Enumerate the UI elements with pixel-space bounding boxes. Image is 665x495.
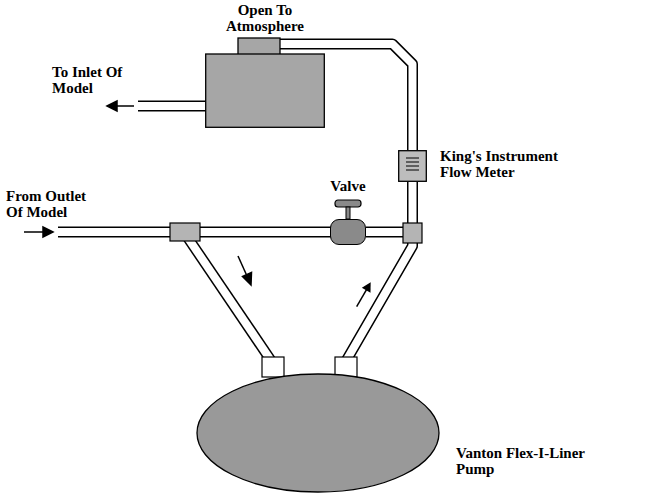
pipe-tee [170, 223, 200, 241]
pipe-label: From Outlet Of Model [6, 188, 96, 220]
pump-inlet-pipe [188, 238, 272, 362]
pump-node: Vanton Flex-I-Liner Pump [196, 373, 440, 493]
pipe-tee [403, 223, 422, 243]
node-label: Valve [322, 178, 374, 194]
pipe-bore [346, 182, 413, 377]
pump-shape [196, 373, 440, 493]
node-label: Vanton Flex-I-Liner Pump [456, 445, 621, 477]
tank-shape [205, 38, 325, 128]
pump-inlet-pipe-bore [188, 238, 272, 362]
valve-handle [335, 200, 361, 207]
pump-port [335, 357, 357, 377]
arrow-head [107, 101, 117, 111]
valve-stem [346, 207, 350, 219]
valve-body [330, 219, 366, 245]
arrow-head [362, 282, 371, 292]
inlet-pipe-bore [138, 102, 208, 110]
flow-arrow [238, 256, 247, 276]
pump-casing [197, 374, 439, 492]
flow-arrow [116, 105, 134, 107]
flow-meter-shape [398, 150, 427, 182]
meter-body [399, 151, 427, 182]
flow-meter-node: King's Instrument Flow Meter [398, 150, 427, 182]
pipe-connector [346, 182, 413, 377]
inlet-pipe [138, 101, 208, 112]
pipe-label: To Inlet Of Model [52, 64, 130, 96]
tank-body [206, 54, 325, 127]
tank-cap [238, 38, 280, 56]
node-label: King's Instrument Flow Meter [440, 148, 590, 180]
arrow-head [43, 227, 53, 237]
flow-arrow [357, 289, 367, 306]
pump-port [262, 357, 284, 377]
arrow-head [243, 273, 252, 286]
node-label: Open To Atmosphere [210, 2, 320, 34]
valve-node: Valve [322, 178, 374, 246]
pipe-wall [346, 182, 413, 377]
flow-arrow [24, 231, 44, 233]
tank-node: Open To Atmosphere [205, 0, 325, 128]
